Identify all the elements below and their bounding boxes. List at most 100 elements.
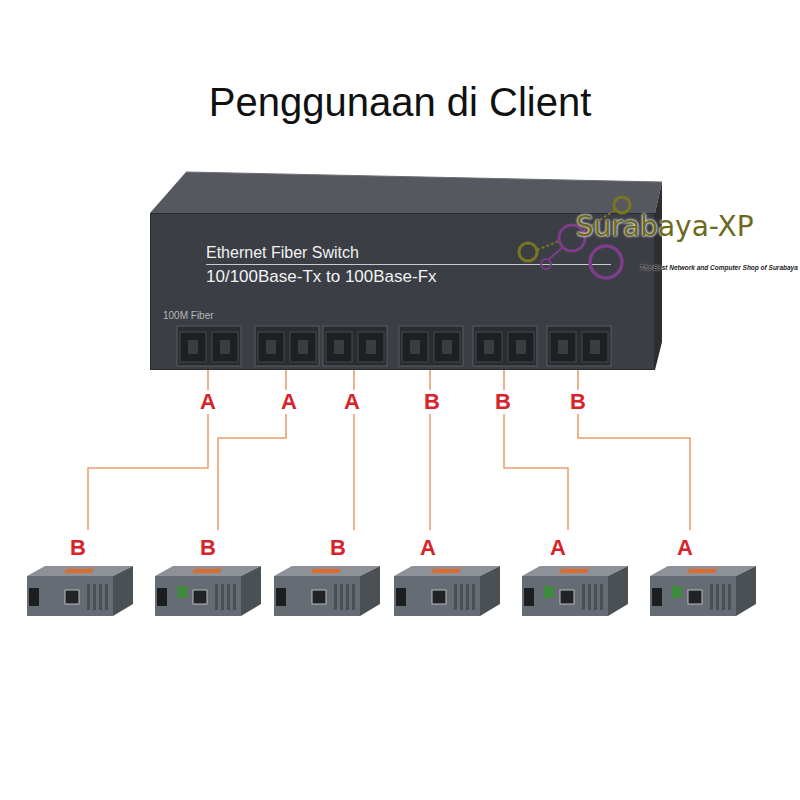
port-letter: A bbox=[278, 390, 300, 414]
port-socket bbox=[326, 332, 352, 362]
vent-slot bbox=[588, 584, 591, 610]
fiber-cable bbox=[353, 370, 355, 530]
vent-slot bbox=[454, 584, 457, 610]
switch-side-face bbox=[655, 182, 662, 370]
vent-slot bbox=[340, 584, 343, 610]
rj45-port bbox=[560, 590, 574, 604]
fiber-port bbox=[276, 588, 286, 606]
port-letter: A bbox=[420, 536, 436, 560]
media-converter bbox=[153, 562, 265, 620]
converter-box: A bbox=[648, 530, 760, 622]
logo-ring bbox=[559, 225, 585, 251]
converter-side bbox=[480, 566, 500, 616]
vent-slot bbox=[710, 584, 713, 610]
vent-slot bbox=[460, 584, 463, 610]
port-frame bbox=[177, 326, 241, 366]
fiber-port bbox=[396, 588, 406, 606]
converter-box: A bbox=[392, 530, 504, 622]
port-core bbox=[188, 340, 198, 354]
vent-slot bbox=[105, 584, 108, 610]
port-socket bbox=[476, 332, 502, 362]
converter-sticker bbox=[310, 569, 342, 573]
converter-front bbox=[522, 576, 608, 616]
converter-box: A bbox=[520, 530, 632, 622]
port-frame bbox=[255, 326, 319, 366]
device-spec: 10/100Base-Tx to 100Base-Fx bbox=[206, 267, 437, 287]
logo-ring bbox=[519, 243, 537, 261]
vent-slot bbox=[472, 584, 475, 610]
port-letter: A bbox=[341, 390, 363, 414]
port-socket bbox=[180, 332, 206, 362]
logo-link bbox=[549, 248, 562, 259]
converter-box: B bbox=[272, 530, 384, 622]
device-name: Ethernet Fiber Switch bbox=[206, 244, 359, 262]
vent-slot bbox=[215, 584, 218, 610]
vent-slot bbox=[600, 584, 603, 610]
fiber-cable bbox=[218, 370, 286, 530]
port-core bbox=[558, 340, 568, 354]
vent-slot bbox=[334, 584, 337, 610]
vent-slot bbox=[352, 584, 355, 610]
rj45-port bbox=[193, 590, 207, 604]
media-converter bbox=[25, 562, 137, 620]
port-group-label: 100M Fiber bbox=[163, 310, 214, 321]
fiber-switch: Ethernet Fiber Switch 10/100Base-Tx to 10… bbox=[150, 213, 655, 370]
port-socket bbox=[212, 332, 238, 362]
port-socket bbox=[434, 332, 460, 362]
port-core bbox=[516, 340, 526, 354]
fiber-port bbox=[524, 588, 534, 606]
rj45-port bbox=[65, 590, 79, 604]
port-core bbox=[484, 340, 494, 354]
watermark-slogan: The Best Network and Computer Shop of Su… bbox=[640, 264, 798, 271]
port-socket bbox=[582, 332, 608, 362]
converter-sticker bbox=[430, 569, 462, 573]
port-letter: B bbox=[492, 390, 514, 414]
vent-slot bbox=[93, 584, 96, 610]
vent-slot bbox=[466, 584, 469, 610]
fiber-cable bbox=[504, 370, 568, 530]
fiber-cable bbox=[429, 370, 431, 530]
power-terminal bbox=[177, 586, 187, 598]
port-core bbox=[334, 340, 344, 354]
port-letter: B bbox=[421, 390, 443, 414]
port-frame bbox=[473, 326, 537, 366]
port-core bbox=[590, 340, 600, 354]
port-core bbox=[366, 340, 376, 354]
media-converter bbox=[272, 562, 384, 620]
converter-sticker bbox=[686, 569, 718, 573]
sc-port bbox=[323, 326, 387, 366]
port-illustration bbox=[151, 214, 656, 371]
converter-box: B bbox=[153, 530, 265, 622]
title: Penggunaan di Client bbox=[0, 80, 800, 125]
converter-sticker bbox=[558, 569, 590, 573]
converter-side bbox=[736, 566, 756, 616]
port-letter: A bbox=[197, 390, 219, 414]
converter-side bbox=[360, 566, 380, 616]
logo-ring bbox=[614, 197, 630, 213]
port-letter: B bbox=[200, 536, 216, 560]
rj45-port bbox=[688, 590, 702, 604]
converter-front bbox=[27, 576, 113, 616]
port-socket bbox=[402, 332, 428, 362]
sc-port bbox=[255, 326, 319, 366]
rj45-port bbox=[312, 590, 326, 604]
vent-slot bbox=[716, 584, 719, 610]
port-core bbox=[442, 340, 452, 354]
converter-sticker bbox=[63, 569, 95, 573]
logo-ring bbox=[541, 259, 551, 269]
port-core bbox=[298, 340, 308, 354]
port-letter: B bbox=[330, 536, 346, 560]
converter-side bbox=[608, 566, 628, 616]
vent-slot bbox=[233, 584, 236, 610]
vent-slot bbox=[594, 584, 597, 610]
port-frame bbox=[323, 326, 387, 366]
switch-top-face bbox=[150, 172, 662, 213]
vent-slot bbox=[227, 584, 230, 610]
fiber-cable bbox=[88, 370, 208, 530]
converter-side bbox=[113, 566, 133, 616]
port-letter: B bbox=[567, 390, 589, 414]
converter-front bbox=[650, 576, 736, 616]
vent-slot bbox=[221, 584, 224, 610]
sc-port bbox=[399, 326, 463, 366]
